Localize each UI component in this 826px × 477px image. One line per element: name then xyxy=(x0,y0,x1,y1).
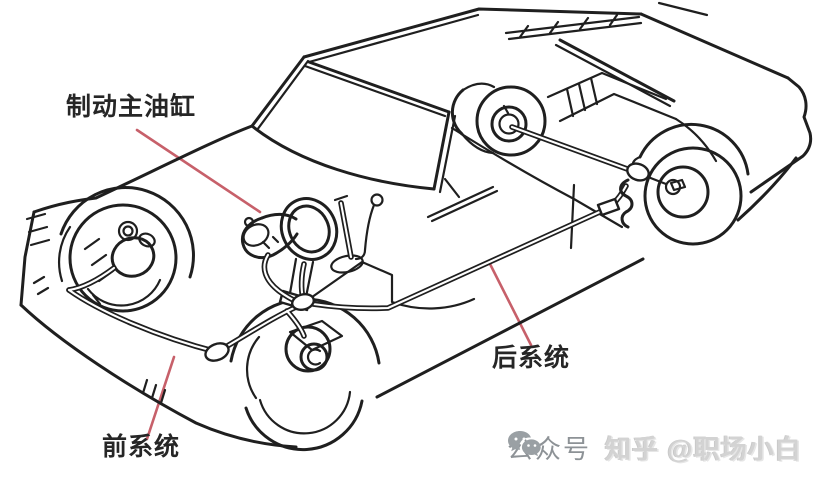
watermark-account-text: 知乎 @职场小白 xyxy=(605,434,802,464)
leader-line-rear-system xyxy=(487,260,533,347)
leader-line-master-cylinder xyxy=(135,128,262,214)
label-front-system: 前系统 xyxy=(102,433,181,461)
front-right-wheel xyxy=(229,297,381,452)
brake-pipes xyxy=(66,178,634,362)
rear-axle-rod xyxy=(509,124,668,186)
watermark: 公众号 知乎 @职场小白 xyxy=(507,429,802,466)
leader-lines xyxy=(135,128,533,441)
label-rear-system: 后系统 xyxy=(492,344,571,372)
label-master-cylinder: 制动主油缸 xyxy=(66,93,197,121)
wechat-icon xyxy=(508,431,541,457)
leader-line-front-system xyxy=(145,355,176,441)
car-body-outline xyxy=(19,1,813,449)
rear-right-wheel xyxy=(631,123,750,246)
brake-master-cylinder xyxy=(240,193,476,312)
rear-drum-cutaway xyxy=(450,82,547,157)
front-left-wheel xyxy=(57,186,195,313)
